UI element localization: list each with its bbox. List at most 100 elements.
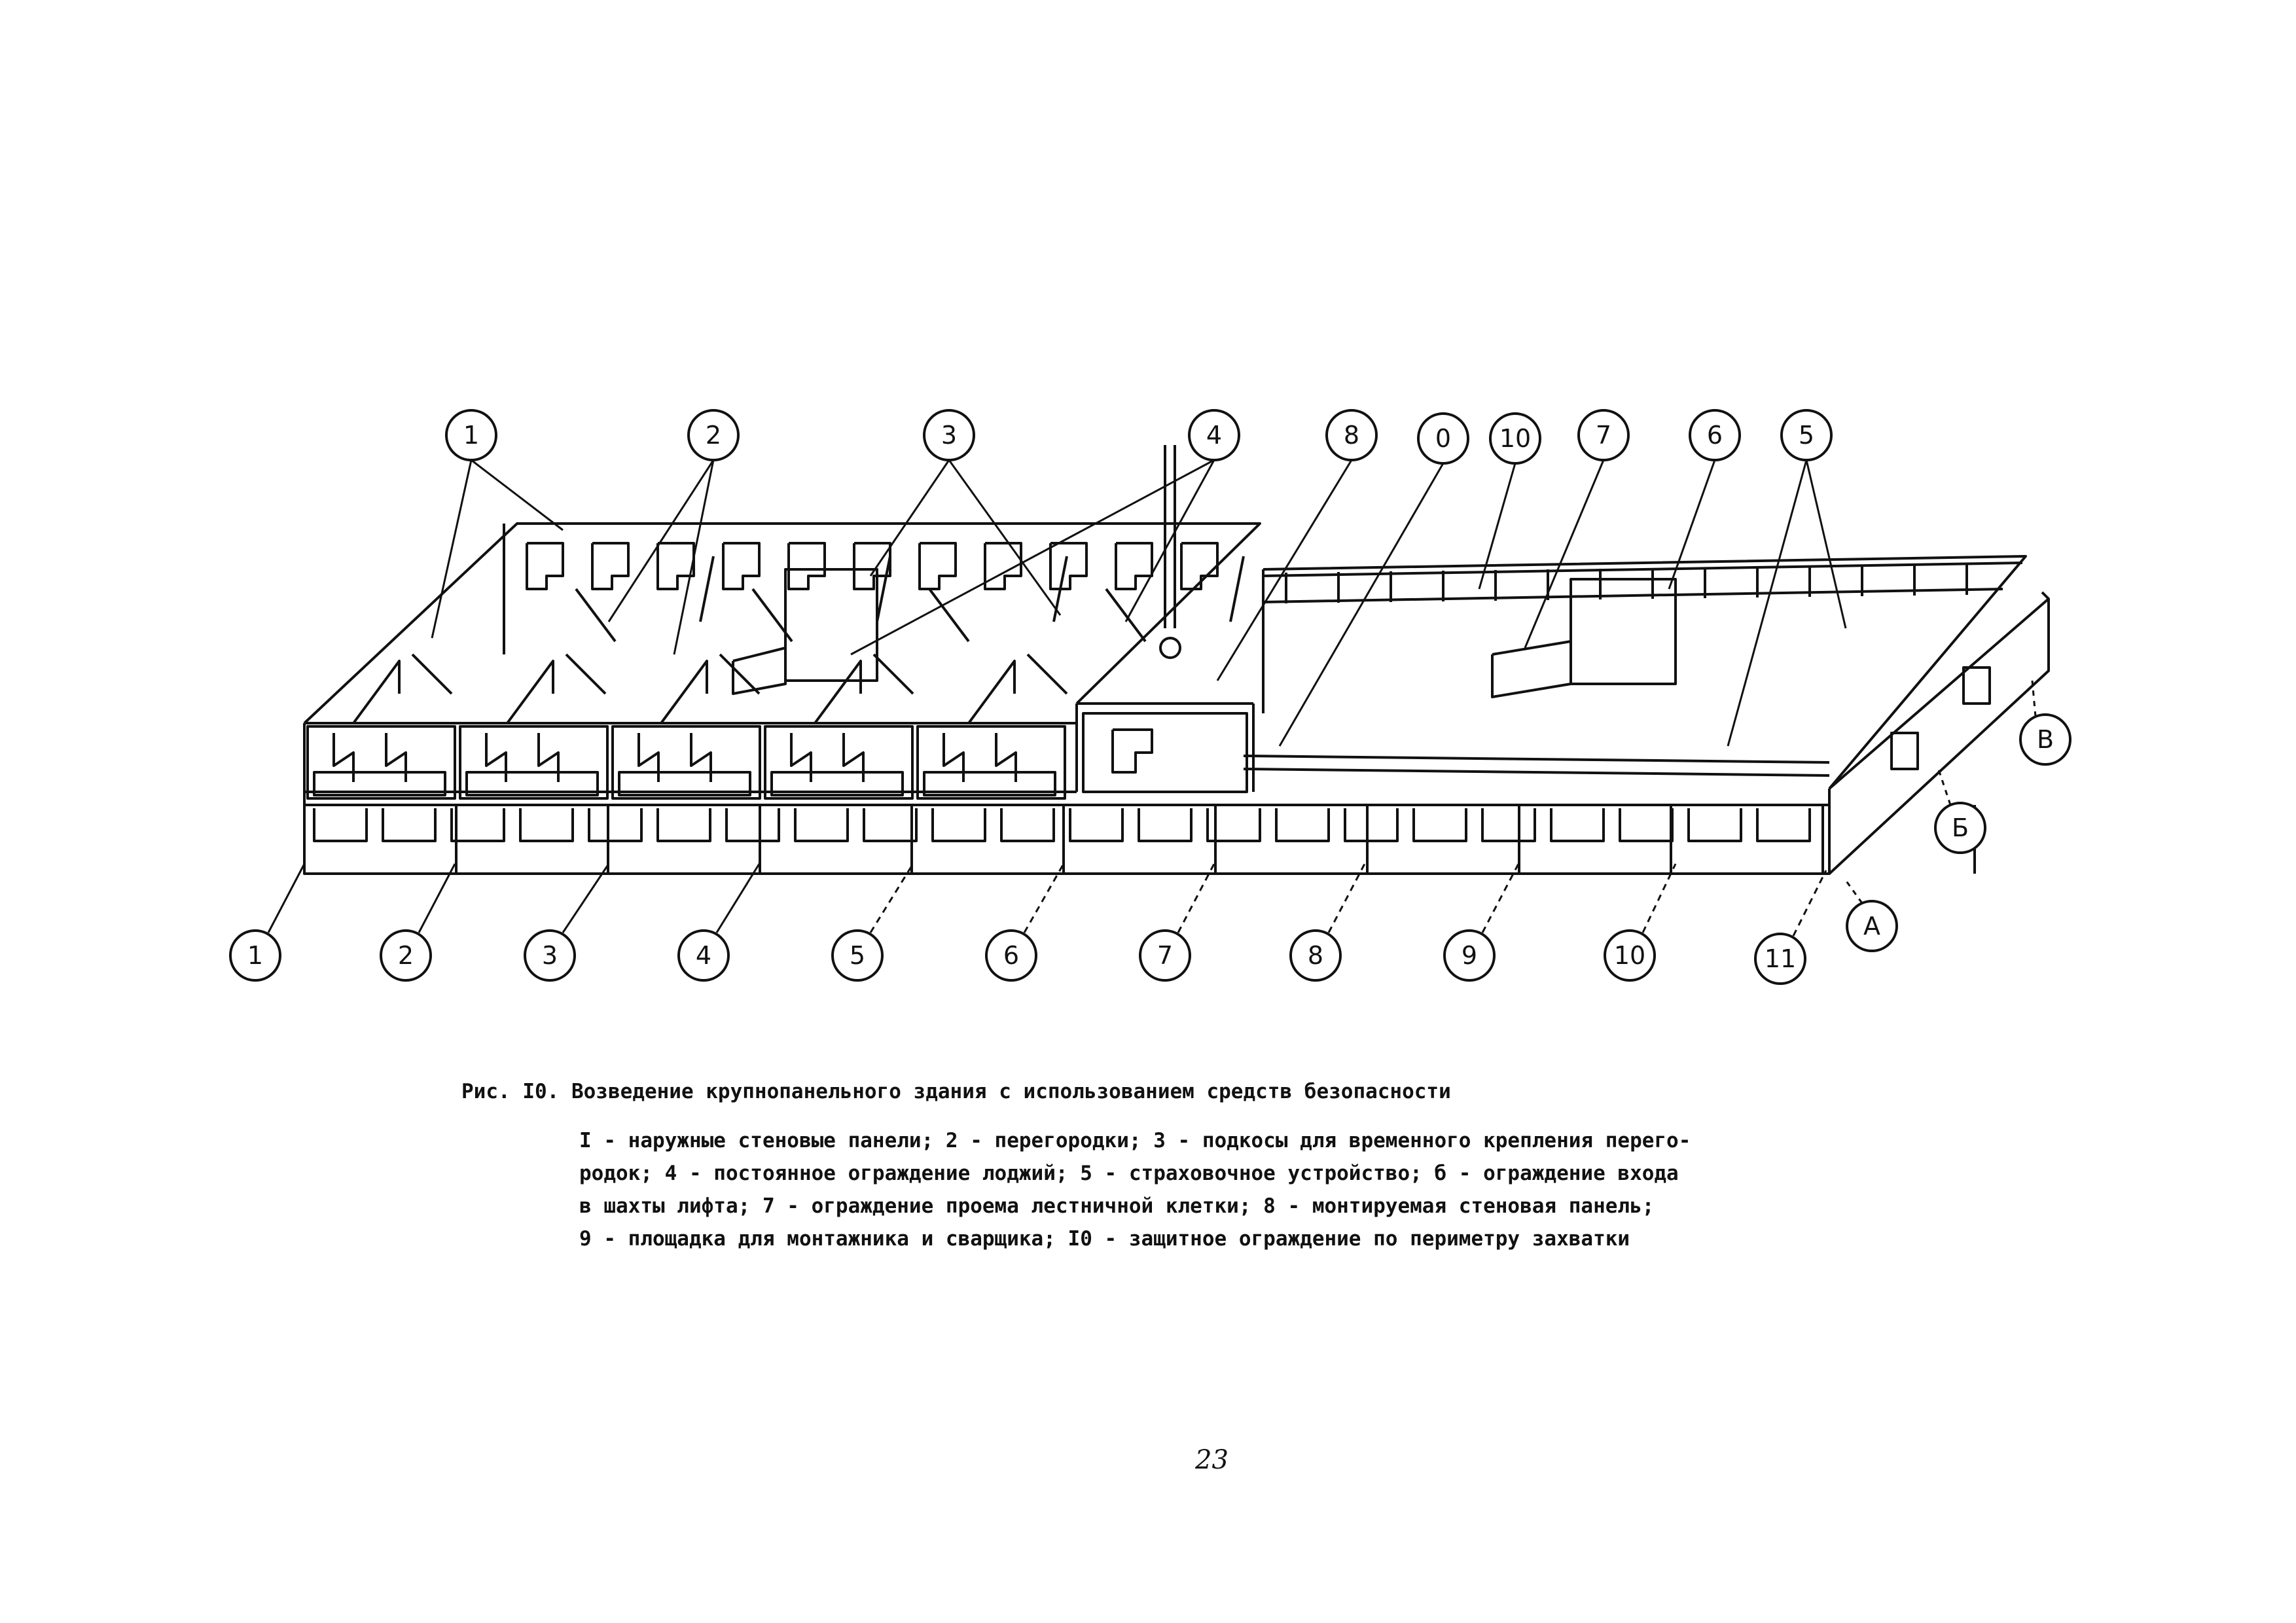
brace — [411, 653, 453, 695]
leader-line — [418, 863, 456, 933]
leader-line — [1481, 863, 1520, 933]
callout-circle — [380, 929, 432, 982]
callout-label: 7 — [1596, 421, 1611, 450]
callout-circle — [1934, 802, 1986, 854]
callout-label: 9 — [1462, 941, 1477, 970]
partition-wall — [967, 660, 1016, 724]
loggia-panel — [459, 725, 609, 800]
brace — [1052, 556, 1068, 622]
brace — [1026, 653, 1068, 695]
window — [725, 808, 780, 842]
figure-legend: I - наружные стеновые панели; 2 - перего… — [579, 1124, 1797, 1255]
callout-circle — [445, 409, 497, 461]
callout-circle — [1325, 409, 1378, 461]
callout-label: 0 — [1435, 424, 1451, 453]
window — [588, 808, 643, 842]
leader-line — [1844, 880, 1863, 904]
leader-line — [869, 863, 914, 933]
mounted-panel — [1082, 712, 1248, 793]
callout-top: 1 — [445, 409, 497, 461]
slab-front-rail — [1243, 768, 1830, 777]
callout-label: Б — [1952, 813, 1969, 842]
callout-label: В — [2037, 725, 2054, 754]
stair-opening — [1491, 640, 1572, 698]
partition-wall — [352, 660, 401, 724]
callout-circle — [831, 929, 884, 982]
loggia-fence — [465, 771, 599, 796]
callout-label: 4 — [696, 941, 711, 970]
window — [1069, 808, 1124, 842]
partition-wall — [814, 660, 862, 724]
callout-circle — [1188, 409, 1240, 461]
window — [787, 542, 826, 590]
callout-top: 10 — [1489, 412, 1541, 465]
leader-line — [1524, 459, 1605, 649]
brace — [872, 653, 914, 695]
window-mark — [790, 733, 812, 782]
window — [450, 808, 505, 842]
leader-line — [607, 459, 715, 622]
leader-line — [850, 459, 1215, 656]
loggia-panel — [306, 725, 456, 800]
window-mark — [385, 733, 407, 782]
callout-label: 5 — [1799, 421, 1814, 450]
window — [313, 808, 368, 842]
callout-circle — [985, 929, 1037, 982]
page-number: 23 — [1195, 1445, 1229, 1475]
callout-label: 4 — [1206, 421, 1222, 450]
axis-callout: В — [2019, 713, 2072, 766]
window — [1344, 808, 1399, 842]
callout-bottom: 10 — [1604, 929, 1656, 982]
brace — [699, 556, 715, 622]
leader-line — [1641, 863, 1677, 933]
window — [1138, 808, 1193, 842]
window — [918, 542, 957, 590]
callout-circle — [1489, 412, 1541, 465]
window-mark — [842, 733, 865, 782]
partition-wall — [660, 660, 708, 724]
leader-line — [673, 459, 715, 655]
window — [526, 542, 564, 590]
end-window — [1890, 732, 1919, 770]
callout-bottom: 6 — [985, 929, 1037, 982]
leader-line — [1177, 863, 1215, 933]
window — [1756, 808, 1811, 842]
loggia-fence — [770, 771, 904, 796]
callout-circle — [1289, 929, 1342, 982]
elevator-shaft-block — [1570, 578, 1677, 685]
callout-leaders — [267, 459, 2037, 936]
callout-bottom: 7 — [1139, 929, 1191, 982]
window-mark — [995, 733, 1017, 782]
callout-circle — [1754, 933, 1806, 985]
end-window — [1962, 666, 1991, 705]
callout-circle — [687, 409, 740, 461]
railing-top — [1263, 562, 2023, 577]
leader-line — [471, 459, 564, 531]
window — [382, 808, 437, 842]
leader-line — [869, 459, 950, 577]
brace — [1229, 556, 1245, 622]
window-mark — [942, 733, 965, 782]
window — [656, 808, 711, 842]
window-mark — [690, 733, 712, 782]
window — [863, 808, 918, 842]
callout-label: 6 — [1003, 941, 1019, 970]
leader-line — [1805, 459, 1847, 629]
callout-top: 7 — [1577, 409, 1630, 461]
callout-label: 3 — [941, 421, 957, 450]
callout-circle — [1139, 929, 1191, 982]
brace — [575, 588, 617, 643]
window — [1412, 808, 1467, 842]
right-slab-outline — [1263, 555, 2027, 790]
callout-top: 3 — [923, 409, 975, 461]
brace — [1105, 588, 1147, 643]
legend-line: родок; 4 - постоянное ограждение лоджий;… — [579, 1162, 1679, 1185]
callout-top: 2 — [687, 409, 740, 461]
stair-opening — [732, 647, 787, 695]
window-mark — [332, 733, 355, 782]
window — [591, 542, 630, 590]
callout-label: 3 — [542, 941, 558, 970]
window — [656, 542, 695, 590]
window — [1115, 542, 1153, 590]
callout-top: 6 — [1689, 409, 1741, 461]
